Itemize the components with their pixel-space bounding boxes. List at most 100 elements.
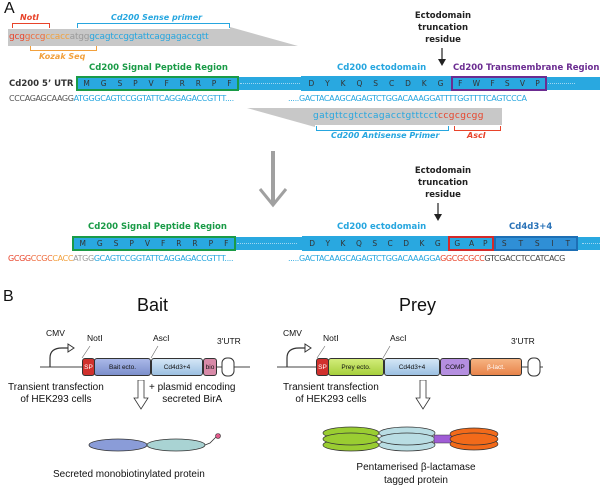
amino-acid: F bbox=[164, 79, 169, 88]
antisense-primer-arrow bbox=[247, 108, 502, 127]
truncation-line-3-bottom: residue bbox=[425, 190, 461, 200]
signal-peptide-label-bottom: Cd200 Signal Peptide Region bbox=[88, 222, 227, 232]
ectodomain-label-top: Cd200 ectodomain bbox=[337, 63, 427, 73]
prey-cmv-promoter-icon bbox=[286, 347, 305, 367]
prey-utr-label: 3'UTR bbox=[511, 336, 535, 346]
amino-acid: I bbox=[551, 239, 554, 248]
comp-domain bbox=[433, 434, 453, 444]
noti-bracket bbox=[12, 23, 50, 28]
amino-acid: Q bbox=[356, 79, 363, 88]
utr-dna: CCCAGAGCAAGG bbox=[9, 94, 74, 103]
amino-acid: K bbox=[340, 79, 346, 88]
amino-acid: K bbox=[421, 79, 427, 88]
aa-dots-bottom-1 bbox=[237, 243, 297, 244]
amino-acid: P bbox=[483, 239, 488, 248]
sense-seq: gcagtccggtattcaggagaccgtt bbox=[89, 32, 209, 42]
prey-product-line-2: tagged protein bbox=[384, 475, 448, 486]
prey-cd4-domain bbox=[378, 426, 436, 452]
bait-step-left-2: of HEK293 cells bbox=[20, 394, 92, 405]
amino-acid: S bbox=[504, 79, 510, 88]
atg-dna: ATGG bbox=[73, 254, 94, 263]
amino-acid: P bbox=[208, 239, 214, 248]
amino-acid: K bbox=[340, 239, 346, 248]
amino-acid: R bbox=[192, 239, 198, 248]
bait-cmv-promoter-icon bbox=[49, 347, 68, 367]
antisense-label: Cd200 Antisense Primer bbox=[331, 131, 440, 140]
signal-peptide-label-top: Cd200 Signal Peptide Region bbox=[89, 63, 228, 73]
antisense-primer-sequence: gatgttcgtctcagacctgtttcctccgcgcgg bbox=[313, 111, 484, 121]
tm-label-top: Cd200 Transmembrane Region bbox=[453, 63, 600, 73]
bait-bio-segment: bio bbox=[203, 358, 217, 376]
truncation-label-bottom: Ectodomain truncation residue bbox=[408, 165, 478, 201]
prey-ecto-segment: Prey ecto. bbox=[328, 358, 384, 376]
amino-acid: S bbox=[373, 79, 379, 88]
prey-construct bbox=[275, 340, 545, 382]
amino-acid: T bbox=[565, 239, 571, 248]
amino-acid: G bbox=[96, 239, 103, 248]
asci-label: AscI bbox=[467, 131, 486, 140]
noti-dna-red: GCGG bbox=[8, 254, 31, 263]
amino-acid: D bbox=[403, 239, 410, 248]
prey-blact-segment: β-lact. bbox=[470, 358, 522, 376]
bait-utr-icon bbox=[221, 357, 235, 377]
sense-primer-bracket bbox=[77, 23, 230, 28]
amino-acid: V bbox=[144, 239, 151, 248]
bait-step-right-1: + plasmid encoding bbox=[149, 382, 236, 393]
sense-primer-label: Cd200 Sense primer bbox=[111, 13, 203, 22]
sense-primer-arrow bbox=[8, 27, 298, 46]
bait-cmv-label: CMV bbox=[46, 328, 65, 338]
asci-dna-bottom: GGCGCGCC bbox=[440, 254, 485, 263]
sense-primer-shape bbox=[8, 27, 298, 46]
asci-bracket bbox=[454, 126, 501, 131]
panel-b-label: B bbox=[3, 288, 14, 305]
panel-a-label: A bbox=[4, 0, 15, 17]
amino-acid: D bbox=[405, 79, 411, 88]
amino-acid: S bbox=[501, 239, 507, 248]
noti-seq-2: gccg bbox=[24, 32, 46, 42]
amino-acid: D bbox=[309, 239, 316, 248]
amino-acid: M bbox=[79, 239, 86, 248]
truncation-arrow-bottom bbox=[434, 203, 442, 225]
amino-acid: P bbox=[133, 79, 138, 88]
kozak-seq: ccacc bbox=[45, 32, 70, 42]
bait-step-left: Transient transfection of HEK293 cells bbox=[8, 382, 104, 406]
dna-left-bottom: GCGGCCGCCACCATGGGCAGTCCGGTATTCAGGAGACCGT… bbox=[8, 254, 234, 263]
truncation-line-3: residue bbox=[425, 35, 461, 45]
amino-acid: G bbox=[100, 79, 107, 88]
prey-comp-segment: COMP bbox=[440, 358, 470, 376]
aa-dots-top-1 bbox=[240, 83, 300, 84]
coding-dna-bottom: GCAGTCCGGTATTCAGGAGACCGTTT.... bbox=[93, 254, 234, 263]
utr-label: Cd200 5’ UTR bbox=[9, 79, 74, 89]
bait-step-right-2: secreted BirA bbox=[162, 394, 223, 405]
amino-acid: F bbox=[458, 79, 463, 88]
bait-product-label: Secreted monobiotinylated protein bbox=[53, 469, 205, 480]
noti-dna-orange: CCGC bbox=[30, 254, 53, 263]
bait-title: Bait bbox=[137, 295, 169, 315]
amino-acid: G bbox=[437, 79, 444, 88]
cd4-dna-bottom: GTCGACCTCCATCACG bbox=[484, 254, 566, 263]
amino-acid: K bbox=[419, 239, 425, 248]
prey-ecto-domain bbox=[322, 426, 380, 452]
bait-utr-label: 3'UTR bbox=[217, 336, 241, 346]
prey-product-line-1: Pentamerised β-lactamase bbox=[356, 462, 476, 473]
kozak-bracket bbox=[30, 46, 97, 51]
bait-step-left-1: Transient transfection bbox=[8, 382, 104, 393]
amino-acid: G bbox=[434, 239, 441, 248]
bait-step-right: + plasmid encoding secreted BirA bbox=[149, 382, 235, 406]
prey-utr-icon bbox=[527, 357, 541, 377]
kozak-dna: CACC bbox=[52, 254, 74, 263]
truncation-line-2-bottom: truncation bbox=[418, 178, 468, 188]
coding-dna-top: ATGGGCAGTCCGGTATTCAGGAGACCGTTT.... bbox=[73, 94, 234, 103]
amino-acid: Y bbox=[325, 79, 330, 88]
bait-protein bbox=[88, 433, 228, 457]
prey-asci-label: AscI bbox=[390, 333, 407, 343]
amino-acid: C bbox=[388, 79, 395, 88]
bait-noti-label: NotI bbox=[87, 333, 103, 343]
amino-acid: S bbox=[534, 239, 540, 248]
aa-dots-top-2 bbox=[545, 83, 575, 84]
